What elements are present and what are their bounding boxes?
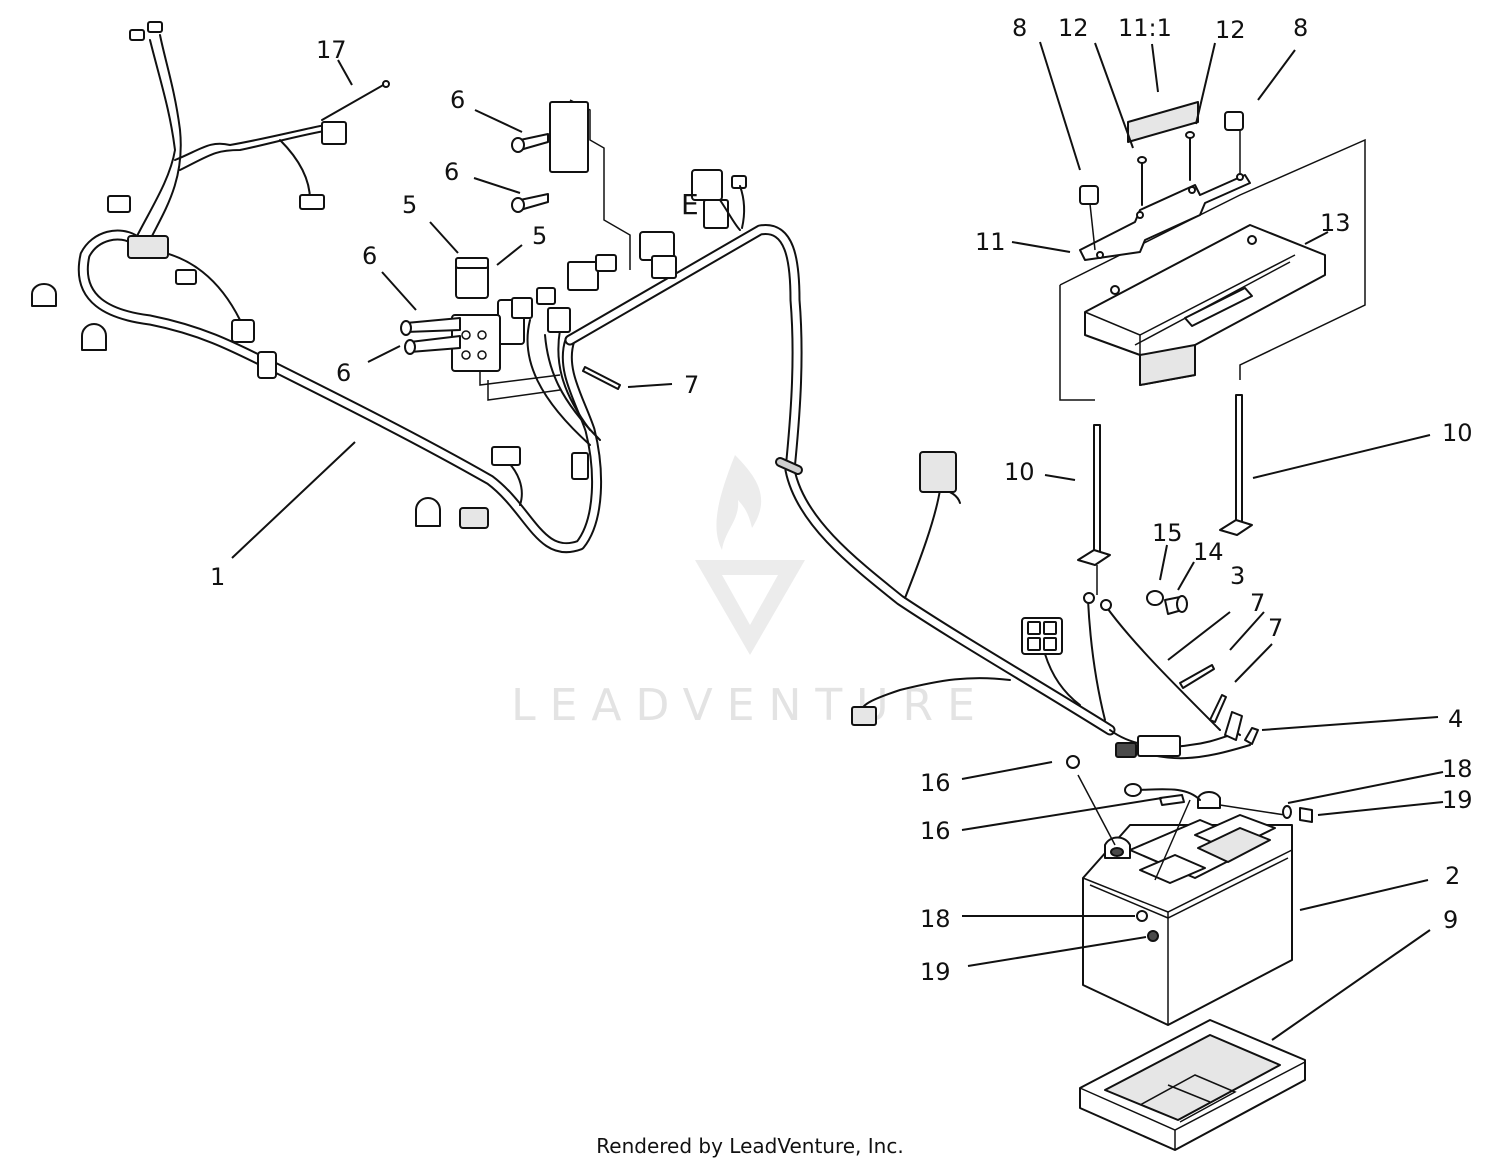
callout-13: 13	[1320, 209, 1351, 237]
callout-8b: 8	[1293, 14, 1308, 42]
leader-lines	[231, 41, 1444, 1041]
callout-5a: 5	[402, 191, 417, 219]
callout-9: 9	[1443, 906, 1458, 934]
callout-6d: 6	[336, 359, 351, 387]
callout-15: 15	[1152, 519, 1183, 547]
callout-6b: 6	[444, 158, 459, 186]
callout-8a: 8	[1012, 14, 1027, 42]
callout-18b: 18	[920, 905, 951, 933]
callout-7a: 7	[684, 371, 699, 399]
watermark-flame-icon	[716, 455, 762, 550]
callout-11: 11	[975, 228, 1006, 256]
callout-6a: 6	[450, 86, 465, 114]
callout-3: 3	[1230, 562, 1245, 590]
callout-12b: 12	[1215, 16, 1246, 44]
callout-12a: 12	[1058, 14, 1089, 42]
callout-11-1: 11:1	[1118, 14, 1172, 42]
callout-18a: 18	[1442, 755, 1473, 783]
callout-19b: 19	[920, 958, 951, 986]
main-wire-harness	[31, 21, 1259, 760]
callout-4: 4	[1448, 705, 1463, 733]
callout-16a: 16	[920, 769, 951, 797]
footer-credit: Rendered by LeadVenture, Inc.	[596, 1134, 904, 1158]
connector-letter-e: E	[681, 188, 699, 221]
callout-7b: 7	[1250, 589, 1265, 617]
callout-14: 14	[1193, 538, 1224, 566]
callout-19a: 19	[1442, 786, 1473, 814]
battery-cover-assembly	[1059, 101, 1366, 595]
callout-2: 2	[1445, 862, 1460, 890]
callout-10a: 10	[1004, 458, 1035, 486]
battery-assembly	[1066, 755, 1313, 1151]
callout-1: 1	[210, 563, 225, 591]
watermark: LEADVENTURE	[511, 455, 989, 731]
callout-16b: 16	[920, 817, 951, 845]
callout-6c: 6	[362, 242, 377, 270]
watermark-text: LEADVENTURE	[511, 680, 989, 731]
callout-7c: 7	[1268, 614, 1283, 642]
callout-17: 17	[316, 36, 347, 64]
callout-10b: 10	[1442, 419, 1473, 447]
callout-5b: 5	[532, 222, 547, 250]
callouts: 1 2 3 4 5 5 6 6 6 6 7 7 7 8 8 9 10 10 11…	[210, 14, 1473, 986]
watermark-v-icon	[695, 560, 805, 655]
